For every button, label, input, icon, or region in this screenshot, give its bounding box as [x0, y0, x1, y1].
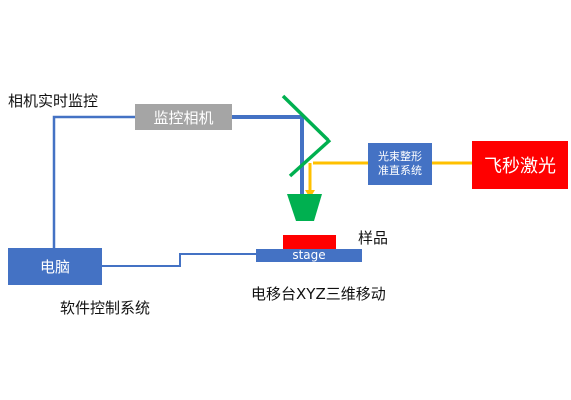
camera-to-computer-line — [52, 115, 135, 248]
fs-laser-label: 飞秒激光 — [484, 156, 556, 177]
sample-block — [283, 235, 336, 249]
sample-label: 样品 — [358, 229, 389, 247]
software-control-label: 软件控制系统 — [60, 299, 151, 317]
camera-to-mirror-line — [232, 115, 304, 196]
monitor-camera-box: 监控相机 — [135, 104, 232, 130]
beam-shaping-label-line2: 准直系统 — [378, 164, 422, 177]
xyz-stage-label: 电移台XYZ三维移动 — [251, 285, 386, 303]
camera-monitor-title: 相机实时监控 — [8, 92, 99, 110]
fs-laser-box: 飞秒激光 — [472, 141, 568, 189]
stage-platform — [256, 249, 362, 262]
beam-shaping-label-line1: 光束整形 — [378, 150, 422, 163]
beam-shaping-box: 光束整形 准直系统 — [368, 143, 432, 185]
monitor-camera-label: 监控相机 — [153, 108, 214, 127]
computer-label: 电脑 — [39, 258, 70, 276]
upper-mirror — [281, 94, 330, 142]
computer-box: 电脑 — [8, 248, 102, 285]
stage-label: stage — [292, 248, 326, 262]
dichroic-mirror — [288, 138, 332, 178]
objective-lens — [287, 194, 322, 221]
computer-to-stage-line — [102, 253, 256, 267]
